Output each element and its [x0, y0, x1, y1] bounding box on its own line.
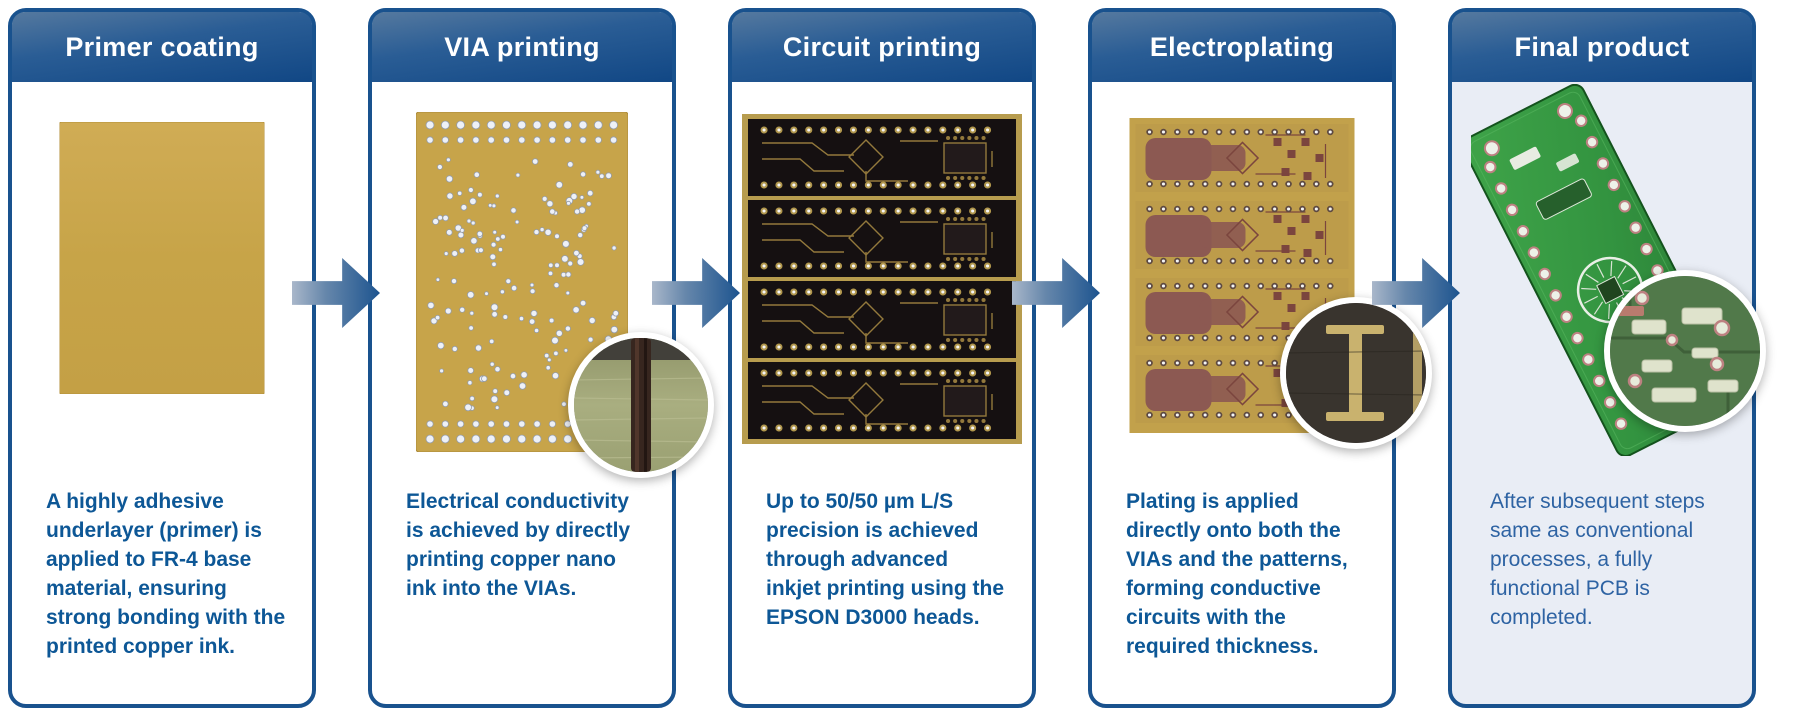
step-header: Primer coating — [12, 12, 312, 82]
step-description: After subsequent steps same as conventio… — [1490, 490, 1705, 629]
step-card-circuit-printing: Circuit printing — [728, 8, 1036, 708]
step-title: Circuit printing — [782, 31, 982, 62]
plated-via-cross-section-closeup-photo — [1280, 297, 1432, 449]
step-body: Electrical conductivity is achieved by d… — [372, 82, 714, 704]
step-card-primer-coating: Primer coating A highly adhesive underla… — [8, 8, 316, 708]
step-header: VIA printing — [372, 12, 672, 82]
inkjet-printed-circuit-panel-photo — [742, 114, 1022, 449]
step-body: Up to 50/50 µm L/S precision is achieved… — [732, 82, 1032, 704]
step-header: Final product — [1452, 12, 1752, 82]
step-title: Primer coating — [65, 31, 259, 62]
step-card-final-product: Final product — [1448, 8, 1766, 708]
step-title: VIA printing — [444, 31, 600, 62]
step-description: Up to 50/50 µm L/S precision is achieved… — [766, 490, 1004, 629]
step-title: Final product — [1514, 31, 1690, 62]
via-cross-section-closeup-photo — [568, 332, 714, 478]
pcb-surface-closeup-photo — [1604, 270, 1766, 432]
pcb-holes-left — [1484, 160, 1628, 430]
step-description: Plating is applied directly onto both th… — [1126, 490, 1348, 658]
step-title: Electroplating — [1149, 31, 1335, 62]
step-description: Electrical conductivity is achieved by d… — [406, 490, 631, 600]
step-card-electroplating: Electroplating — [1088, 8, 1432, 708]
step-body: Plating is applied directly onto both th… — [1092, 82, 1432, 704]
step-header: Circuit printing — [732, 12, 1032, 82]
step-header: Electroplating — [1092, 12, 1392, 82]
step-body: A highly adhesive underlayer (primer) is… — [12, 82, 312, 704]
board-with-printed-vias-photo — [415, 111, 629, 457]
step-body: After subsequent steps same as conventio… — [1452, 82, 1766, 704]
step-description: A highly adhesive underlayer (primer) is… — [46, 490, 286, 658]
primer-coated-fr4-board-photo — [59, 121, 265, 399]
step-card-via-printing: VIA printing — [368, 8, 714, 708]
